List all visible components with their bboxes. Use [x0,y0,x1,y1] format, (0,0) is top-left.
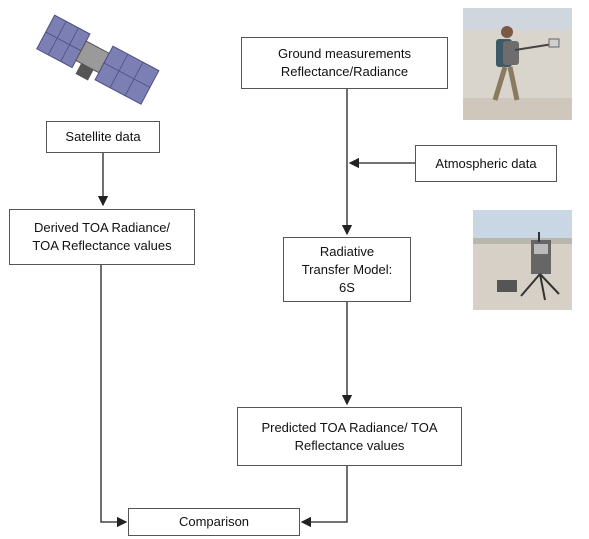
satellite-icon [36,14,160,105]
predicted-line1: Predicted TOA Radiance/ TOA [261,419,438,435]
comparison-label: Comparison [178,514,250,529]
ground-line2: Reflectance/Radiance [280,64,409,79]
atmospheric-data-box: Atmospheric data [415,145,557,182]
satellite-data-label: Satellite data [65,129,141,144]
comparison-box: Comparison [128,508,300,536]
field-person-photo [463,8,572,120]
rtm-line3: 6S [339,279,355,295]
predicted-line2: Reflectance values [294,437,405,453]
derived-toa-box: Derived TOA Radiance/ TOA Reflectance va… [9,209,195,265]
ground-measurements-box: Ground measurements Reflectance/Radiance [241,37,448,89]
rtm-line1: Radiative [319,243,375,259]
derived-toa-line2: TOA Reflectance values [32,238,172,253]
ground-line1: Ground measurements [278,46,411,61]
field-instrument-photo [473,210,572,310]
derived-toa-line1: Derived TOA Radiance/ [33,220,171,235]
atmospheric-data-label: Atmospheric data [435,155,537,171]
rtm-line2: Transfer Model: [301,261,393,277]
radiative-transfer-box: Radiative Transfer Model: 6S [283,237,411,302]
predicted-toa-box: Predicted TOA Radiance/ TOA Reflectance … [237,407,462,466]
arrow-predicted-to-comparison [300,466,348,528]
arrow-derived-to-comparison [100,265,128,528]
satellite-data-box: Satellite data [46,121,160,153]
